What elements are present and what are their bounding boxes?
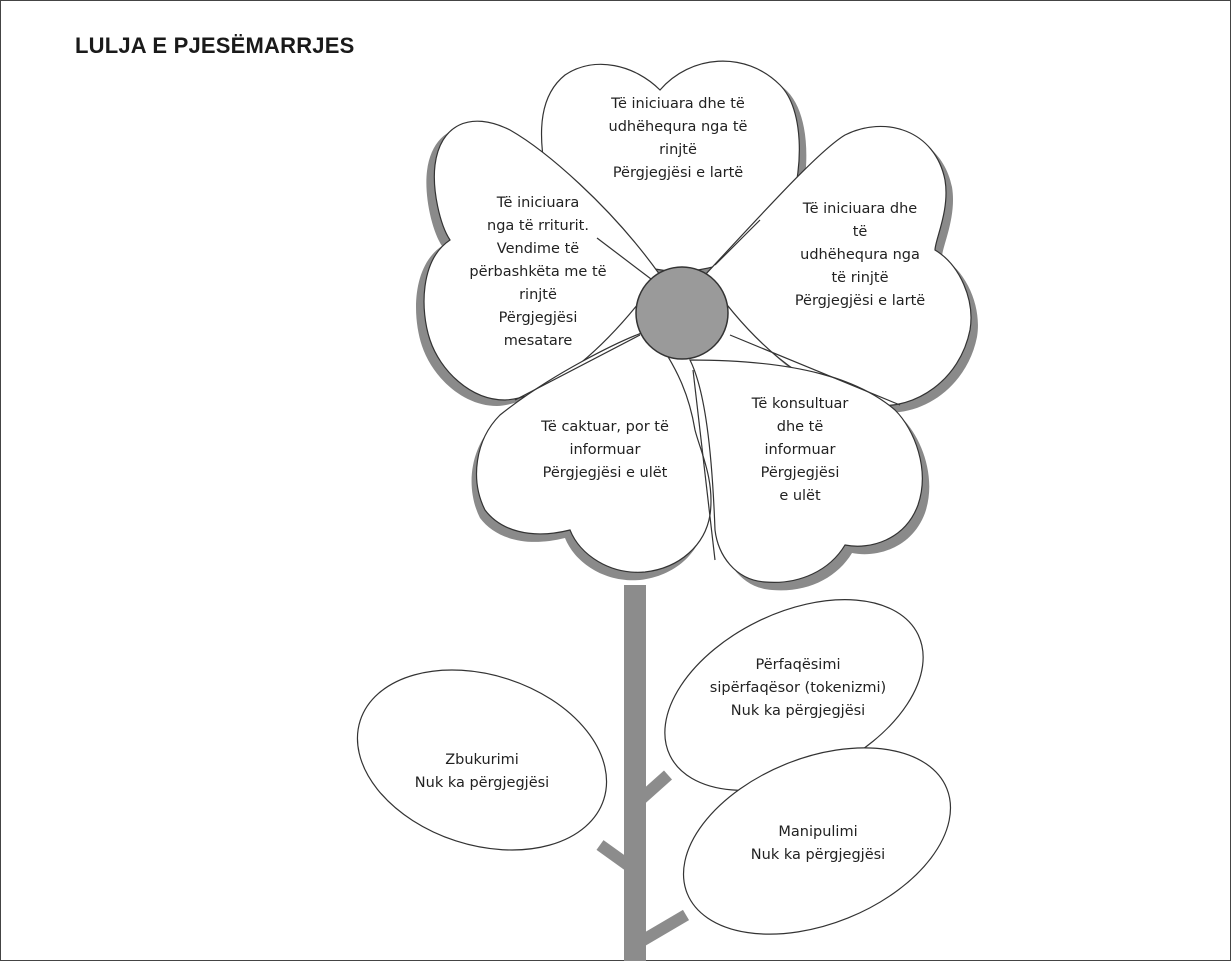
petal-right-label: Të iniciuara dhe të udhëhequra nga të ri… bbox=[794, 201, 926, 309]
petal-bottom-right-label: Të konsultuar dhe të informuar Përgjegjë… bbox=[751, 396, 849, 504]
petal-dividers bbox=[514, 219, 901, 561]
petal-top-label: Të iniciuara dhe të udhëhequra nga të ri… bbox=[608, 96, 748, 181]
leaf-lower-right-label: Manipulimi Nuk ka përgjegjësi bbox=[750, 824, 886, 863]
petal-bottom-right bbox=[689, 359, 923, 583]
flower-center bbox=[635, 266, 729, 360]
leaf-left bbox=[356, 669, 608, 851]
leaf-left-label: Zbukurimi Nuk ka përgjegjësi bbox=[414, 752, 550, 791]
diagram-title: LULJA E PJESËMARRJES bbox=[75, 33, 355, 58]
petal-bottom-left-label: Të caktuar, por të informuar Përgjegjësi… bbox=[541, 419, 669, 481]
leaf-upper-right-label: Përfaqësimi sipërfaqësor (tokenizmi) Nuk… bbox=[709, 657, 887, 719]
stem bbox=[596, 585, 690, 961]
petal-bottom-left bbox=[475, 329, 712, 573]
petal-left bbox=[423, 120, 661, 401]
leaves bbox=[356, 599, 952, 935]
petal-left-label: Të iniciuara nga të rriturit. Vendime të… bbox=[469, 195, 607, 349]
leaf-lower-right bbox=[682, 747, 952, 935]
petals bbox=[423, 60, 972, 583]
